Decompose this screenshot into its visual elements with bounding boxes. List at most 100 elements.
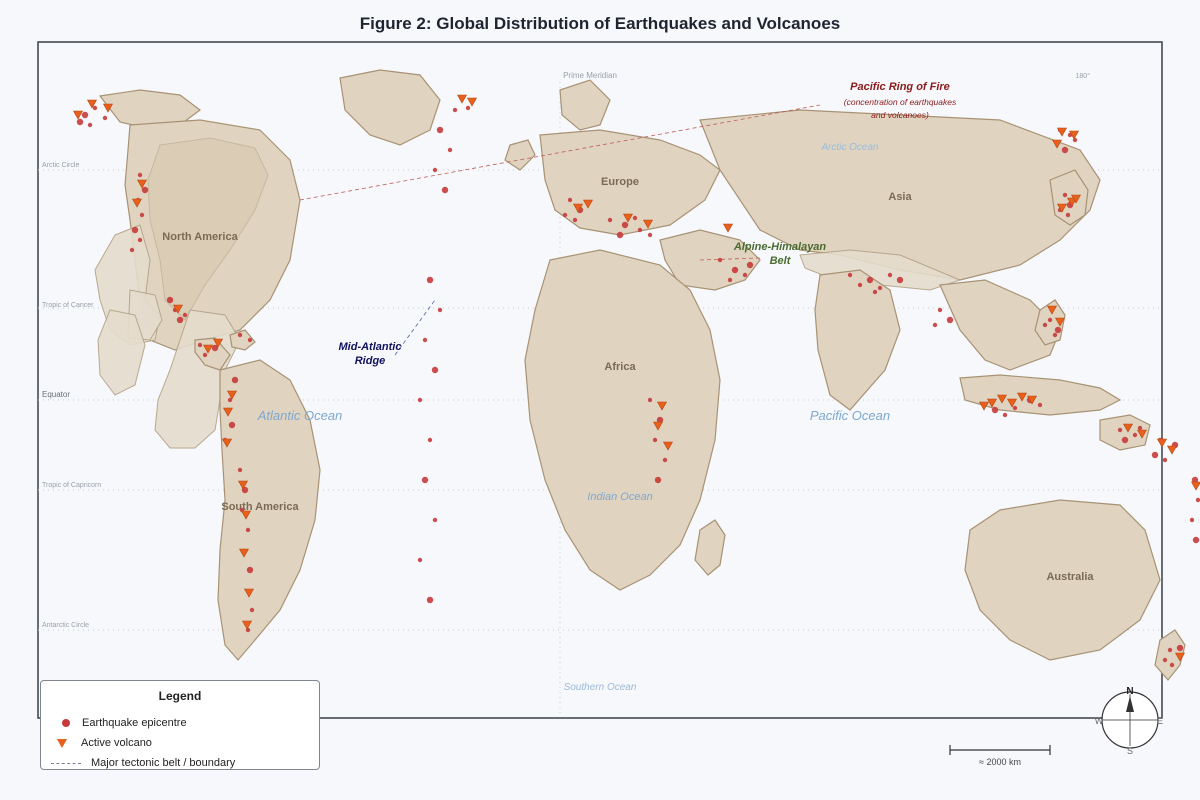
active-volcano xyxy=(652,421,664,431)
earthquake-epicentre xyxy=(1137,425,1143,431)
australia-landmass xyxy=(964,499,1161,661)
volcano-triangle-icon xyxy=(57,738,67,748)
earthquake-epicentre xyxy=(137,237,143,243)
mesoamerica-overlay-south xyxy=(97,309,146,396)
earthquake-epicentre xyxy=(1117,427,1123,433)
earthquake-epicentre xyxy=(946,316,954,324)
legend-belt-label: Major tectonic belt / boundary xyxy=(91,757,236,769)
label-arctic-ocean: Arctic Ocean xyxy=(820,142,879,153)
active-volcano xyxy=(572,203,584,213)
earthquake-epicentre xyxy=(991,406,999,414)
compass-s-label: S xyxy=(1127,746,1133,756)
alpine-himalayan-label-1: Alpine-Himalayan xyxy=(733,241,827,253)
southeast-asia-landmass xyxy=(939,279,1061,371)
compass-e-label: E xyxy=(1157,716,1163,726)
dashed-line-icon xyxy=(51,762,81,764)
earthquake-epicentre xyxy=(176,316,184,324)
earthquake-epicentre xyxy=(166,296,174,304)
earthquake-epicentre xyxy=(249,607,255,613)
earthquake-epicentre xyxy=(877,285,883,291)
active-volcano xyxy=(136,179,148,189)
scandinavia-landmass xyxy=(559,79,611,131)
earthquake-epicentre xyxy=(436,126,444,134)
active-volcano xyxy=(1054,317,1066,327)
earthquake-epicentre xyxy=(197,342,203,348)
active-volcano xyxy=(986,398,998,408)
label-africa: Africa xyxy=(604,361,636,373)
earthquake-epicentre xyxy=(1065,212,1071,218)
active-volcano xyxy=(1174,652,1186,662)
earthquake-epicentre xyxy=(656,416,664,424)
earthquake-epicentre xyxy=(417,397,423,403)
active-volcano xyxy=(72,110,84,120)
active-volcano xyxy=(1070,194,1082,204)
earthquake-epicentre xyxy=(227,397,233,403)
earthquake-epicentre xyxy=(872,289,878,295)
active-volcano xyxy=(1006,398,1018,408)
earthquake-epicentre xyxy=(647,232,653,238)
tropic-cancer-label: Tropic of Cancer xyxy=(42,302,94,309)
earthquake-epicentre xyxy=(92,105,98,111)
earthquake-epicentre xyxy=(654,476,662,484)
earthquake-epicentre xyxy=(1162,457,1168,463)
earthquake-epicentre xyxy=(562,212,568,218)
legend-earthquake-label: Earthquake epicentre xyxy=(82,717,187,729)
label-europe: Europe xyxy=(601,176,639,188)
active-volcano xyxy=(240,510,252,520)
active-volcano xyxy=(102,103,114,113)
earthquake-epicentre xyxy=(742,272,748,278)
earthquake-epicentre xyxy=(432,517,438,523)
active-volcano xyxy=(212,338,224,348)
earthquake-epicentre xyxy=(637,227,643,233)
tropic-capricorn-label: Tropic of Capricorn xyxy=(42,482,101,489)
active-volcano xyxy=(1190,481,1200,491)
earthquake-epicentre xyxy=(431,366,439,374)
earthquake-epicentre xyxy=(87,122,93,128)
active-volcano xyxy=(172,304,184,314)
antarctic-circle-label: Antarctic Circle xyxy=(42,622,89,629)
label-south-america: South America xyxy=(221,501,299,513)
earthquake-epicentre xyxy=(202,352,208,358)
equator-label: Equator xyxy=(42,390,70,399)
active-volcano xyxy=(1051,139,1063,149)
antimeridian-label: 180° xyxy=(1076,72,1091,80)
earthquake-epicentre xyxy=(421,476,429,484)
earthquake-epicentre xyxy=(131,226,139,234)
annotations: Pacific Ring of Fire (concentration of e… xyxy=(339,81,957,367)
earthquake-epicentre xyxy=(1054,326,1062,334)
earthquake-epicentre xyxy=(857,282,863,288)
earthquake-epicentre xyxy=(937,307,943,313)
earthquake-epicentre xyxy=(129,247,135,253)
earthquake-epicentre xyxy=(247,337,253,343)
earthquake-epicentre xyxy=(246,566,254,574)
earthquake-epicentre xyxy=(1189,517,1195,523)
earthquake-epicentre xyxy=(81,111,89,119)
active-volcano xyxy=(241,620,253,630)
active-volcano xyxy=(131,198,143,208)
earthquake-epicentre xyxy=(652,437,658,443)
active-volcano xyxy=(1068,130,1080,140)
earthquake-epicentre xyxy=(567,197,573,203)
active-volcano xyxy=(662,441,674,451)
compass-icon: N S E W xyxy=(1095,686,1163,756)
earthquake-epicentre xyxy=(1061,146,1069,154)
active-volcano xyxy=(1136,429,1148,439)
alpine-himalayan-line xyxy=(699,257,761,261)
label-indian-ocean: Indian Ocean xyxy=(587,491,652,503)
earthquake-epicentre xyxy=(1132,432,1138,438)
earthquake-epicentre xyxy=(866,276,874,284)
label-australia: Australia xyxy=(1046,571,1094,583)
active-volcano xyxy=(978,401,990,411)
earthquake-epicentre xyxy=(1012,405,1018,411)
earthquake-dot-icon xyxy=(62,719,70,727)
earthquake-epicentre xyxy=(647,397,653,403)
active-volcano xyxy=(1166,445,1178,455)
active-volcano xyxy=(202,344,214,354)
earthquake-epicentre xyxy=(182,312,188,318)
arctic-circle-label: Arctic Circle xyxy=(42,162,79,169)
africa-landmass xyxy=(524,249,721,591)
legend-volcano-label: Active volcano xyxy=(81,737,152,749)
earthquake-epicentre xyxy=(1062,192,1068,198)
mid-atlantic-ridge-label-1: Mid-Atlantic xyxy=(339,341,402,353)
